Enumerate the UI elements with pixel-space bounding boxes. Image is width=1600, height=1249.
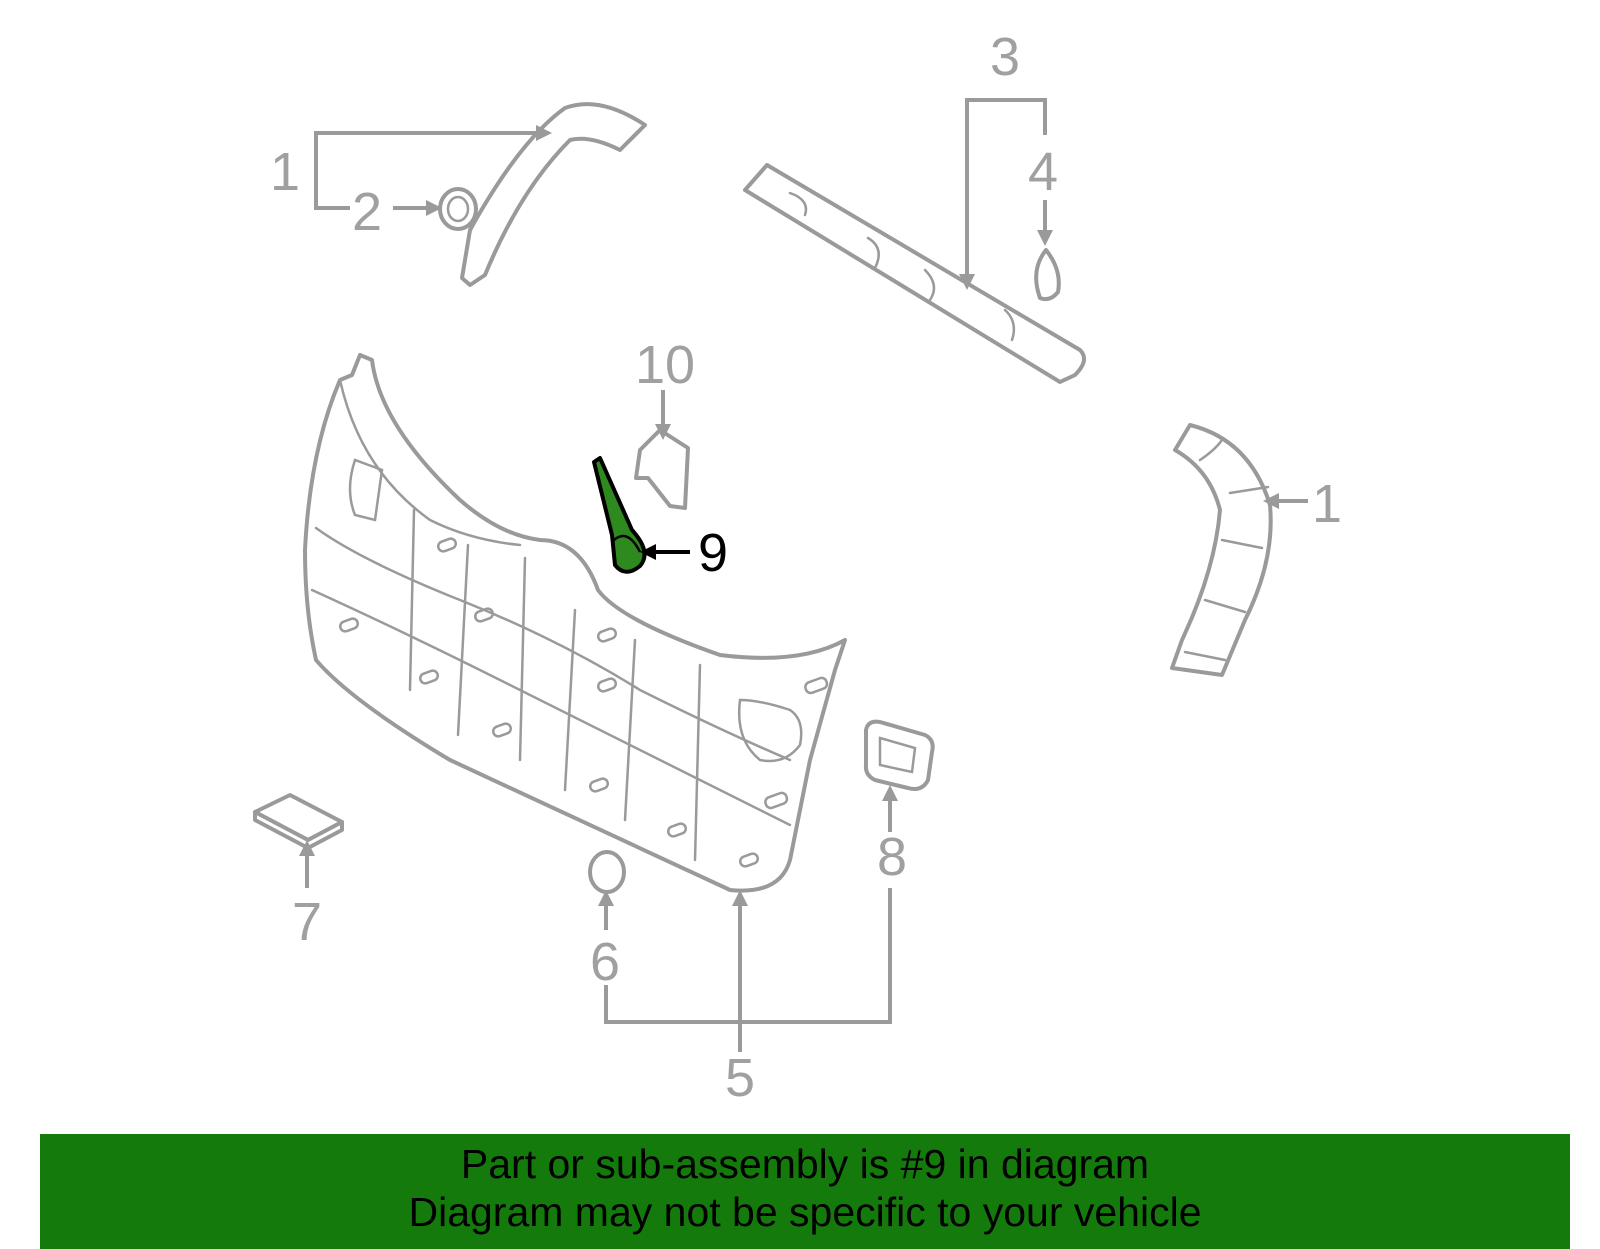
callout-2: 2 [352, 182, 382, 242]
callout-1-right-leader [1263, 493, 1308, 509]
part-5-liftgate-trim-panel [303, 353, 847, 893]
part-1-trim-left [460, 102, 647, 287]
callout-3-4-leaders [959, 98, 1053, 290]
callout-9-leader [640, 544, 690, 560]
part-10-bracket [634, 428, 690, 510]
callout-10-leader [655, 390, 671, 440]
callout-10: 10 [635, 335, 695, 395]
part-9-pull-strap-highlighted [592, 456, 647, 574]
part-2-clip [438, 187, 478, 231]
callout-7: 7 [292, 892, 322, 952]
bottom-callout-leaders [299, 785, 898, 1052]
callout-5: 5 [725, 1048, 755, 1108]
part-4-retainer [1034, 248, 1061, 302]
part-3-upper-trim-strip [743, 163, 1086, 384]
part-7-pad [253, 793, 344, 850]
part-1-trim-right [1170, 423, 1273, 677]
callout-1-upper: 1 [270, 142, 300, 202]
info-banner: Part or sub-assembly is #9 in diagram Di… [40, 1134, 1570, 1249]
callout-3: 3 [990, 27, 1020, 87]
callout-9: 9 [698, 523, 728, 583]
callout-1-2-leaders [314, 125, 552, 216]
callout-6: 6 [590, 932, 620, 992]
banner-line-1: Part or sub-assembly is #9 in diagram [460, 1141, 1150, 1187]
callout-8: 8 [877, 827, 907, 887]
banner-line-2: Diagram may not be specific to your vehi… [408, 1189, 1202, 1235]
callout-4: 4 [1028, 142, 1058, 202]
part-8-frame [863, 719, 935, 791]
callout-1-right: 1 [1312, 474, 1342, 534]
part-6-plug [588, 850, 626, 894]
